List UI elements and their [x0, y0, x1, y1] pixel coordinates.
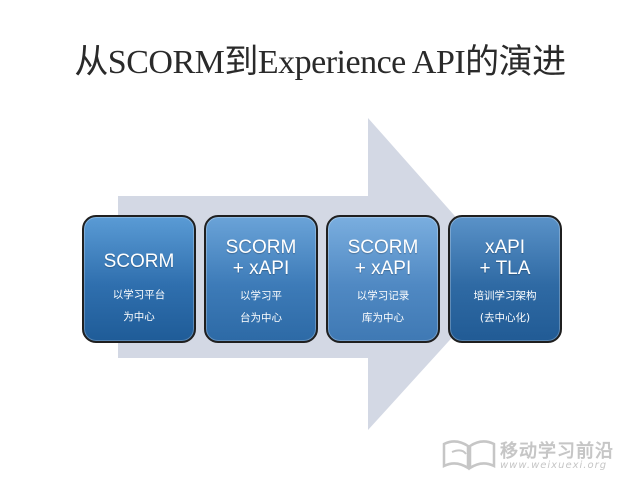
stage-description-line: 库为中心: [362, 312, 404, 324]
stage-scorm: SCORM 以学习平台 为中心: [82, 215, 196, 343]
stage-description-line: 以学习平: [240, 290, 282, 302]
stage-description-line: 培训学习架构: [473, 290, 537, 302]
stage-description-line: 以学习平台: [112, 289, 166, 301]
stage-heading: SCORM: [225, 237, 297, 258]
stage-description-line: 以学习记录: [356, 290, 410, 302]
stage-description-line: (去中心化): [479, 312, 531, 324]
stage-scorm-xapi-platform: SCORM + xAPI 以学习平 台为中心: [204, 215, 318, 343]
slide-title: 从SCORM到Experience API的演进: [74, 44, 566, 81]
stage-heading: + xAPI: [354, 258, 412, 279]
stage-xapi-tla: xAPI + TLA 培训学习架构 (去中心化): [448, 215, 562, 343]
watermark-title: 移动学习前沿: [500, 441, 614, 462]
watermark-url: www.weixuexi.org: [500, 460, 608, 471]
stage-description-line: 台为中心: [240, 312, 282, 324]
stage-heading: + TLA: [479, 258, 531, 279]
stage-heading: + xAPI: [232, 258, 290, 279]
stage-heading: SCORM: [103, 251, 175, 272]
book-logo-icon: [442, 440, 496, 471]
stage-heading: xAPI: [484, 237, 526, 258]
stage-scorm-xapi-lrs: SCORM + xAPI 以学习记录 库为中心: [326, 215, 440, 343]
stage-heading: SCORM: [347, 237, 419, 258]
stage-description-line: 为中心: [123, 311, 155, 323]
watermark: 移动学习前沿 www.weixuexi.org: [436, 436, 636, 476]
